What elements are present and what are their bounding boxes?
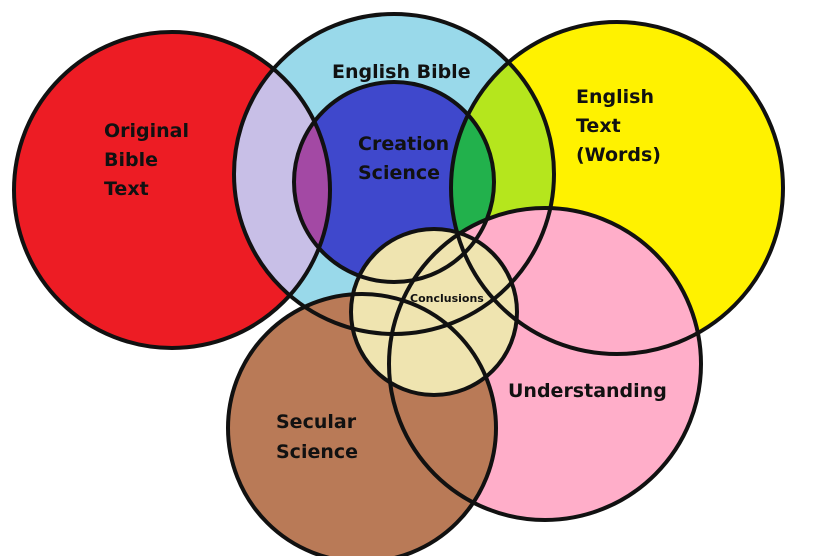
label-english-text-line-2: Text	[576, 115, 621, 137]
label-original-bible-text: Original Bible Text	[104, 120, 196, 200]
label-original-line-3: Text	[104, 178, 149, 200]
circle-outlines	[12, 12, 785, 556]
label-english-text-line-1: English	[576, 86, 654, 108]
label-creation-line-1: Creation	[358, 133, 449, 155]
label-secular-line-2: Science	[276, 441, 358, 463]
label-original-line-2: Bible	[104, 149, 158, 171]
label-conclusions: Conclusions	[410, 292, 484, 305]
label-original-line-1: Original	[104, 120, 189, 142]
label-understanding-line-1: Understanding	[508, 380, 667, 402]
label-creation-line-2: Science	[358, 162, 440, 184]
label-creation-science: Creation Science	[358, 133, 456, 184]
label-secular-science: Secular Science	[276, 411, 363, 463]
label-english-text-words: English Text (Words)	[576, 86, 661, 166]
label-english-bible-line-1: English Bible	[332, 61, 471, 83]
label-english-text-line-3: (Words)	[576, 144, 661, 166]
label-english-bible: English Bible	[332, 61, 471, 83]
label-secular-line-1: Secular	[276, 411, 357, 433]
label-conclusions-line-1: Conclusions	[410, 292, 484, 305]
label-understanding: Understanding	[508, 380, 667, 402]
